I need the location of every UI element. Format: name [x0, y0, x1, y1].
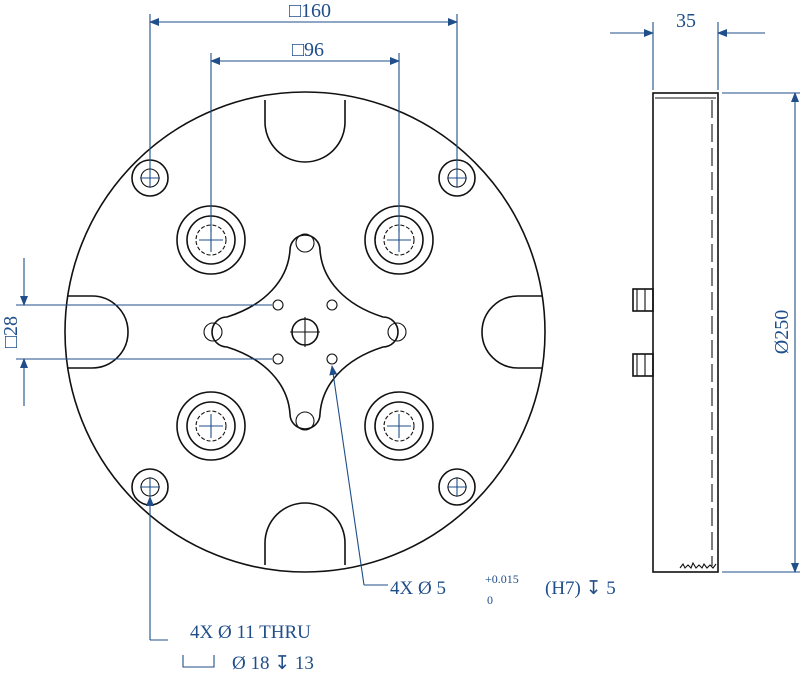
lobe-hole [295, 233, 315, 253]
dimension-square-28: □28 [0, 258, 272, 406]
connector [632, 288, 654, 312]
pin-hole [272, 353, 284, 365]
counterbore-symbol [182, 655, 215, 668]
dimension-square-96: □96 [210, 39, 400, 232]
thru-hole-callout: 4X Ø 11 THRU Ø 18 ↧ 13 [146, 496, 314, 673]
notch-bottom [264, 502, 346, 565]
pin-hole-callout: 4X Ø 5 +0.015 0 (H7) ↧ 5 [329, 365, 616, 607]
dimension-width-35: 35 [610, 10, 765, 90]
pin-hole [326, 299, 338, 311]
lobe-hole [387, 322, 407, 342]
connector [632, 353, 654, 377]
dim-label-35: 35 [676, 10, 696, 32]
outer-flange-circle [64, 91, 546, 573]
side-body [652, 92, 719, 573]
notch-top [264, 100, 346, 163]
surface-texture [679, 561, 717, 569]
pin-callout-suffix: (H7) ↧ 5 [545, 578, 616, 599]
pin-hole [272, 299, 284, 311]
front-view [64, 91, 546, 573]
thru-hole [438, 468, 476, 506]
star-boss [211, 234, 399, 430]
counterbore-bolt [176, 205, 246, 275]
dimension-square-160: □160 [149, 0, 458, 170]
thru-callout-line1: 4X Ø 11 THRU [190, 622, 311, 643]
dim-label-160: □160 [289, 0, 331, 22]
dim-label-96: □96 [292, 39, 324, 61]
counterbore-bolt [176, 391, 246, 461]
lobe-hole [203, 322, 223, 342]
pin-callout-prefix: 4X Ø 5 [390, 578, 446, 599]
thru-callout-line2: Ø 18 ↧ 13 [232, 653, 314, 673]
pin-callout-tol-lower: 0 [487, 593, 493, 607]
pin-hole [326, 353, 338, 365]
notch-left [68, 295, 129, 369]
side-view [632, 92, 719, 573]
counterbore-bolt [364, 391, 434, 461]
dimension-diameter-250: Ø250 [722, 92, 800, 573]
notch-right [481, 295, 542, 369]
dim-label-250: Ø250 [771, 310, 793, 354]
dim-label-28: □28 [0, 316, 22, 348]
pin-callout-tol-upper: +0.015 [485, 572, 519, 586]
lobe-hole [295, 411, 315, 431]
